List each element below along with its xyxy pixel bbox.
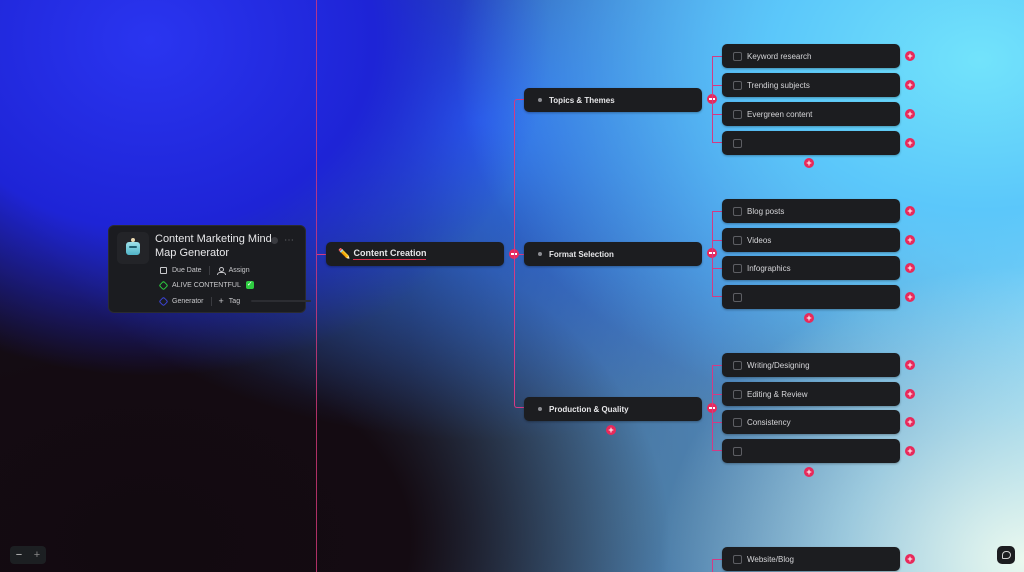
- checkbox[interactable]: [733, 51, 742, 61]
- connector: [712, 211, 722, 297]
- add-sibling-button[interactable]: +: [905, 109, 915, 119]
- add-sibling-button[interactable]: +: [905, 51, 915, 61]
- tag-icon: [158, 296, 169, 306]
- checkbox[interactable]: [733, 292, 742, 302]
- robot-icon: [126, 237, 140, 255]
- due-date-button[interactable]: Due Date: [172, 267, 202, 274]
- check-icon: ✓: [245, 281, 254, 289]
- node-empty[interactable]: [722, 131, 900, 155]
- add-child-button[interactable]: +: [804, 313, 814, 323]
- node-videos[interactable]: Videos: [722, 228, 900, 252]
- more-options-icon[interactable]: ⋯: [284, 235, 295, 246]
- add-child-button[interactable]: +: [804, 467, 814, 477]
- zoom-in-button[interactable]: +: [33, 549, 41, 561]
- node-keyword-research[interactable]: Keyword research: [722, 44, 900, 68]
- checkbox[interactable]: [733, 554, 742, 564]
- tag-icon: [158, 280, 169, 290]
- checkbox[interactable]: [733, 360, 742, 370]
- connector: [712, 85, 722, 86]
- connector: [712, 394, 722, 395]
- connector: [712, 240, 722, 241]
- checkbox[interactable]: [733, 206, 742, 216]
- checkbox[interactable]: [733, 80, 742, 90]
- add-sibling-button[interactable]: +: [905, 446, 915, 456]
- node-production-quality[interactable]: Production & Quality: [524, 397, 702, 421]
- chat-icon: [1001, 551, 1011, 559]
- connector: [519, 254, 524, 255]
- add-sibling-button[interactable]: +: [905, 360, 915, 370]
- assign-button[interactable]: Assign: [228, 267, 250, 274]
- pencil-icon: ✏️: [338, 248, 351, 260]
- add-child-button[interactable]: +: [804, 158, 814, 168]
- connector: [514, 99, 524, 408]
- node-format-selection[interactable]: Format Selection: [524, 242, 702, 266]
- bullet-icon: [538, 98, 542, 102]
- checkbox[interactable]: [733, 446, 742, 456]
- add-sibling-button[interactable]: +: [905, 206, 915, 216]
- add-sibling-button[interactable]: +: [905, 138, 915, 148]
- add-sibling-button[interactable]: +: [905, 389, 915, 399]
- checkbox[interactable]: [733, 263, 742, 273]
- add-sibling-button[interactable]: +: [905, 417, 915, 427]
- checkbox[interactable]: [733, 138, 742, 148]
- zoom-out-button[interactable]: −: [15, 549, 23, 561]
- connector: [712, 56, 722, 143]
- node-editing-review[interactable]: Editing & Review: [722, 382, 900, 406]
- checkbox[interactable]: [733, 417, 742, 427]
- bullet-icon: [538, 252, 542, 256]
- connector: [712, 114, 722, 115]
- bullet-icon: [538, 407, 542, 411]
- plus-icon: +: [218, 296, 224, 306]
- root-node-card[interactable]: Content Marketing Mind Map Generator ⋯ D…: [108, 225, 312, 313]
- tag-progress-bar: [251, 300, 312, 302]
- node-infographics[interactable]: Infographics: [722, 256, 900, 280]
- node-consistency[interactable]: Consistency: [722, 410, 900, 434]
- category-tag[interactable]: Generator: [172, 297, 204, 305]
- node-topics-themes[interactable]: Topics & Themes: [524, 88, 702, 112]
- checkbox[interactable]: [733, 389, 742, 399]
- add-child-button[interactable]: +: [606, 425, 616, 435]
- node-empty[interactable]: [722, 285, 900, 309]
- checkbox[interactable]: [733, 235, 742, 245]
- root-avatar: [117, 232, 149, 264]
- node-trending-subjects[interactable]: Trending subjects: [722, 73, 900, 97]
- add-tag-button[interactable]: Tag: [228, 297, 241, 305]
- status-tag[interactable]: ALIVE CONTENTFUL: [172, 281, 241, 289]
- connector: [317, 254, 326, 255]
- add-sibling-button[interactable]: +: [905, 235, 915, 245]
- node-content-creation[interactable]: ✏️ Content Creation: [326, 242, 504, 266]
- connector-root: [316, 0, 317, 572]
- node-evergreen-content[interactable]: Evergreen content: [722, 102, 900, 126]
- chat-button[interactable]: [997, 546, 1015, 564]
- root-title: Content Marketing Mind Map Generator: [155, 233, 272, 259]
- checkbox[interactable]: [733, 109, 742, 119]
- connector: [712, 268, 722, 269]
- connector: [712, 422, 722, 423]
- add-sibling-button[interactable]: +: [905, 263, 915, 273]
- node-blog-posts[interactable]: Blog posts: [722, 199, 900, 223]
- node-empty[interactable]: [722, 439, 900, 463]
- connector: [712, 559, 722, 572]
- add-sibling-button[interactable]: +: [905, 554, 915, 564]
- calendar-icon: [160, 267, 167, 274]
- user-icon: [216, 267, 226, 275]
- add-sibling-button[interactable]: +: [905, 292, 915, 302]
- node-writing-designing[interactable]: Writing/Designing: [722, 353, 900, 377]
- zoom-controls: − +: [10, 546, 46, 564]
- node-website-blog[interactable]: Website/Blog: [722, 547, 900, 571]
- connector: [712, 365, 722, 451]
- add-sibling-button[interactable]: +: [905, 80, 915, 90]
- status-dot-button[interactable]: [271, 237, 278, 244]
